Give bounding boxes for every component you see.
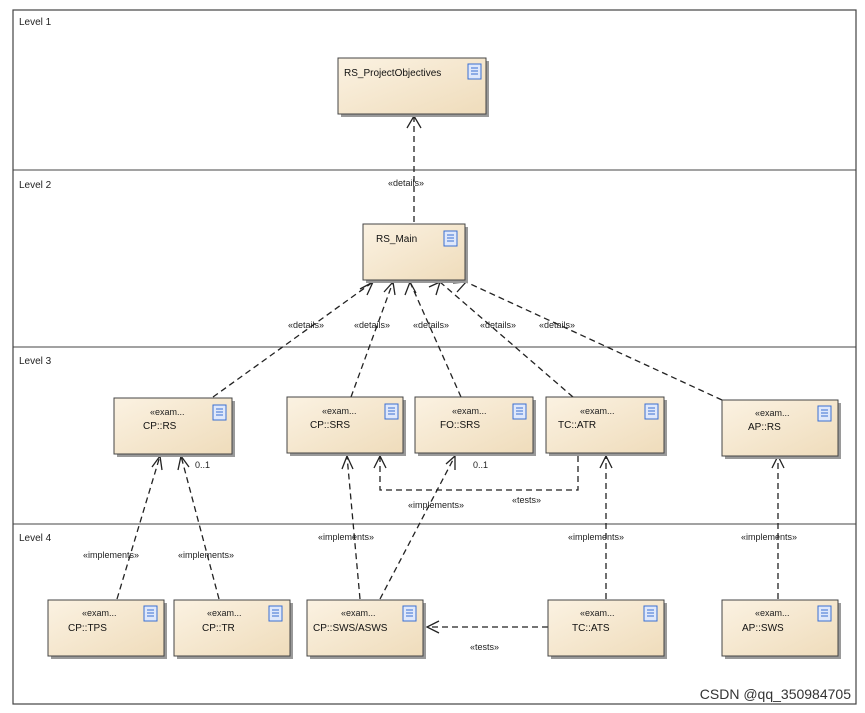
node-stereotype: «exam... xyxy=(755,608,790,618)
node-cp-tps[interactable]: «exam... CP::TPS xyxy=(47,599,167,659)
implements-edge[interactable] xyxy=(180,455,220,600)
details-edge[interactable] xyxy=(465,281,723,401)
document-icon xyxy=(643,605,658,622)
document-icon xyxy=(402,605,417,622)
details-edge[interactable] xyxy=(350,281,394,398)
document-icon xyxy=(268,605,283,622)
implements-edge[interactable] xyxy=(379,455,456,600)
edge-label: «implements» xyxy=(408,500,464,510)
node-cp-tr[interactable]: «exam... CP::TR xyxy=(173,599,293,659)
node-stereotype: «exam... xyxy=(755,408,790,418)
node-ap-rs[interactable]: «exam... AP::RS xyxy=(721,399,841,459)
node-title: TC::ATR xyxy=(558,420,596,431)
node-title: CP::SWS/ASWS xyxy=(313,623,388,634)
node-stereotype: «exam... xyxy=(580,406,615,416)
document-icon xyxy=(143,605,158,622)
implements-edge[interactable] xyxy=(116,455,161,600)
edge-label: «details» xyxy=(288,320,324,330)
edge-label: «details» xyxy=(413,320,449,330)
node-title: FO::SRS xyxy=(440,420,480,431)
nodes: RS_ProjectObjectives RS_Main «exam... CP… xyxy=(47,57,841,659)
node-stereotype: «exam... xyxy=(341,608,376,618)
arrowheads xyxy=(151,114,785,634)
document-icon xyxy=(817,405,832,422)
node-title: RS_ProjectObjectives xyxy=(344,68,441,79)
arrowhead xyxy=(452,281,468,293)
node-stereotype: «exam... xyxy=(150,407,185,417)
details-edge[interactable] xyxy=(409,281,462,398)
node-title: CP::RS xyxy=(143,421,177,432)
details-edge[interactable] xyxy=(439,281,574,398)
edges xyxy=(116,116,779,628)
node-title: RS_Main xyxy=(376,234,417,245)
arrowhead xyxy=(428,280,442,296)
node-title: CP::TR xyxy=(202,623,235,634)
node-stereotype: «exam... xyxy=(452,406,487,416)
watermark-text: CSDN @qq_350984705 xyxy=(699,686,851,702)
edge-label: «details» xyxy=(388,178,424,188)
edge-label: «details» xyxy=(354,320,390,330)
arrowhead xyxy=(151,454,163,471)
document-icon xyxy=(644,403,659,420)
node-stereotype: «exam... xyxy=(322,406,357,416)
multiplicity-label: 0..1 xyxy=(195,460,210,470)
node-title: TC::ATS xyxy=(572,623,610,634)
node-ap-sws[interactable]: «exam... AP::SWS xyxy=(721,599,841,659)
document-icon xyxy=(817,605,832,622)
node-cp-rs[interactable]: «exam... CP::RS xyxy=(113,397,235,457)
lane-label-level-3: Level 3 xyxy=(19,356,52,367)
diagram-frame xyxy=(12,9,857,705)
document-icon xyxy=(467,63,482,80)
node-tc-atr[interactable]: «exam... TC::ATR xyxy=(545,396,667,456)
document-icon xyxy=(384,403,399,420)
arrowhead xyxy=(445,454,456,470)
node-rs-projectobjectives[interactable]: RS_ProjectObjectives xyxy=(337,57,489,117)
node-rs-main[interactable]: RS_Main xyxy=(362,223,468,283)
edge-label: «implements» xyxy=(178,550,234,560)
node-cp-sws-asws[interactable]: «exam... CP::SWS/ASWS xyxy=(306,599,426,659)
edge-label: «details» xyxy=(539,320,575,330)
document-icon xyxy=(212,404,227,421)
tests-edge[interactable] xyxy=(379,456,579,491)
node-title: AP::RS xyxy=(748,422,781,433)
node-stereotype: «exam... xyxy=(82,608,117,618)
node-title: CP::SRS xyxy=(310,420,350,431)
lane-label-level-2: Level 2 xyxy=(19,180,52,191)
implements-edge[interactable] xyxy=(346,455,361,600)
node-title: CP::TPS xyxy=(68,623,107,634)
edge-label: «tests» xyxy=(470,642,499,652)
node-stereotype: «exam... xyxy=(207,608,242,618)
lane-label-level-1: Level 1 xyxy=(19,17,52,28)
edge-labels: «details» «details» «details» «details» … xyxy=(83,178,797,652)
edge-label: «implements» xyxy=(83,550,139,560)
document-icon xyxy=(512,403,527,420)
edge-label: «details» xyxy=(480,320,516,330)
edge-label: «implements» xyxy=(568,532,624,542)
swimlanes: Level 1 Level 2 Level 3 Level 4 xyxy=(12,9,857,705)
node-fo-srs[interactable]: «exam... FO::SRS xyxy=(414,396,536,456)
node-cp-srs[interactable]: «exam... CP::SRS xyxy=(286,396,406,456)
node-tc-ats[interactable]: «exam... TC::ATS xyxy=(547,599,667,659)
document-icon xyxy=(443,230,458,247)
multiplicity-label: 0..1 xyxy=(473,460,488,470)
edge-label: «implements» xyxy=(318,532,374,542)
edge-label: «tests» xyxy=(512,495,541,505)
node-stereotype: «exam... xyxy=(580,608,615,618)
arrowhead xyxy=(425,620,440,634)
details-edge[interactable] xyxy=(212,281,374,398)
edge-label: «implements» xyxy=(741,532,797,542)
lane-label-level-4: Level 4 xyxy=(19,533,52,544)
node-title: AP::SWS xyxy=(742,623,784,634)
